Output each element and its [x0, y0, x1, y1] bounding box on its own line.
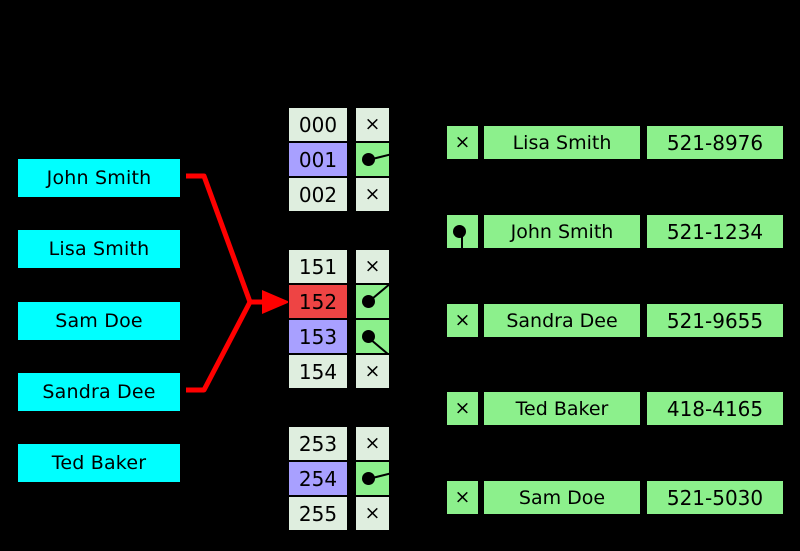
empty-slot-x-icon: × [364, 502, 381, 524]
bucket-pointer-001[interactable] [355, 142, 394, 177]
bucket-pointer-152[interactable] [355, 283, 391, 319]
bucket-index-000: 000 [288, 107, 348, 142]
bucket-row[interactable]: 002 × [288, 177, 390, 212]
record-name: Sam Doe [483, 480, 641, 515]
bucket-group-253: 253 × 254 255 × [288, 426, 394, 531]
hash-arrow-shaft-to-bucket [250, 290, 290, 314]
bucket-pointer-151[interactable]: × [355, 249, 390, 284]
chain-end-x-icon: × [454, 486, 471, 508]
pointer-dot-icon [362, 295, 375, 308]
bucket-index-154: 154 [288, 354, 348, 389]
bucket-row[interactable]: 151 × [288, 249, 390, 284]
bucket-index-254: 254 [288, 461, 348, 496]
record-next-pointer[interactable]: × [446, 125, 479, 160]
bucket-index-152: 152 [288, 284, 348, 319]
record-row-ted-baker[interactable]: × Ted Baker 418-4165 [446, 391, 784, 426]
pointer-stem-line [461, 231, 463, 252]
empty-slot-x-icon: × [364, 360, 381, 382]
record-name: Lisa Smith [483, 125, 641, 160]
pointer-dot-icon [362, 153, 375, 166]
pointer-lead-line [368, 283, 391, 303]
record-next-pointer[interactable]: × [446, 480, 479, 515]
record-phone: 521-9655 [646, 303, 784, 338]
record-name: Sandra Dee [483, 303, 641, 338]
bucket-pointer-000[interactable]: × [355, 107, 390, 142]
bucket-row[interactable]: 152 [288, 283, 391, 319]
key-box-lisa-smith[interactable]: Lisa Smith [18, 230, 180, 268]
empty-slot-x-icon: × [364, 183, 381, 205]
bucket-row[interactable]: 153 [288, 319, 390, 356]
record-row-john-smith[interactable]: John Smith 521-1234 [446, 214, 784, 252]
record-name: John Smith [483, 214, 641, 249]
record-phone: 521-1234 [646, 214, 784, 249]
record-row-lisa-smith[interactable]: × Lisa Smith 521-8976 [446, 125, 784, 160]
bucket-row[interactable]: 154 × [288, 354, 390, 389]
key-box-sam-doe[interactable]: Sam Doe [18, 302, 180, 340]
bucket-row[interactable]: 001 [288, 142, 394, 177]
bucket-pointer-255[interactable]: × [355, 496, 390, 531]
empty-slot-x-icon: × [364, 255, 381, 277]
record-phone: 521-5030 [646, 480, 784, 515]
pointer-dot-icon [453, 225, 466, 238]
pointer-dot-icon [362, 330, 375, 343]
bucket-row[interactable]: 253 × [288, 426, 390, 461]
bucket-group-000: 000 × 001 002 × [288, 107, 394, 212]
bucket-index-001: 001 [288, 142, 348, 177]
record-row-sam-doe[interactable]: × Sam Doe 521-5030 [446, 480, 784, 515]
bucket-pointer-002[interactable]: × [355, 177, 390, 212]
chain-end-x-icon: × [454, 397, 471, 419]
bucket-row[interactable]: 255 × [288, 496, 390, 531]
record-name: Ted Baker [483, 391, 641, 426]
record-next-pointer[interactable]: × [446, 303, 479, 338]
key-box-john-smith[interactable]: John Smith [18, 159, 180, 197]
chain-end-x-icon: × [454, 131, 471, 153]
key-box-sandra-dee[interactable]: Sandra Dee [18, 373, 180, 411]
bucket-index-153: 153 [288, 319, 348, 354]
bucket-index-255: 255 [288, 496, 348, 531]
bucket-index-002: 002 [288, 177, 348, 212]
bucket-pointer-253[interactable]: × [355, 426, 390, 461]
record-phone: 521-8976 [646, 125, 784, 160]
bucket-row[interactable]: 000 × [288, 107, 390, 142]
bucket-pointer-153[interactable] [355, 319, 390, 356]
record-row-sandra-dee[interactable]: × Sandra Dee 521-9655 [446, 303, 784, 338]
pointer-dot-icon [362, 472, 375, 485]
empty-slot-x-icon: × [364, 432, 381, 454]
chain-end-x-icon: × [454, 309, 471, 331]
bucket-row[interactable]: 254 [288, 461, 394, 496]
bucket-index-253: 253 [288, 426, 348, 461]
bucket-pointer-254[interactable] [355, 461, 394, 496]
bucket-pointer-154[interactable]: × [355, 354, 390, 389]
bucket-index-151: 151 [288, 249, 348, 284]
record-next-pointer[interactable] [446, 214, 479, 252]
bucket-group-151: 151 × 152 153 154 [288, 249, 391, 389]
hash-arrow-sandra-dee [186, 300, 253, 393]
record-next-pointer[interactable]: × [446, 391, 479, 426]
empty-slot-x-icon: × [364, 113, 381, 135]
pointer-lead-line [366, 336, 390, 356]
hash-arrow-john-smith [186, 173, 253, 303]
record-phone: 418-4165 [646, 391, 784, 426]
key-box-ted-baker[interactable]: Ted Baker [18, 444, 180, 482]
